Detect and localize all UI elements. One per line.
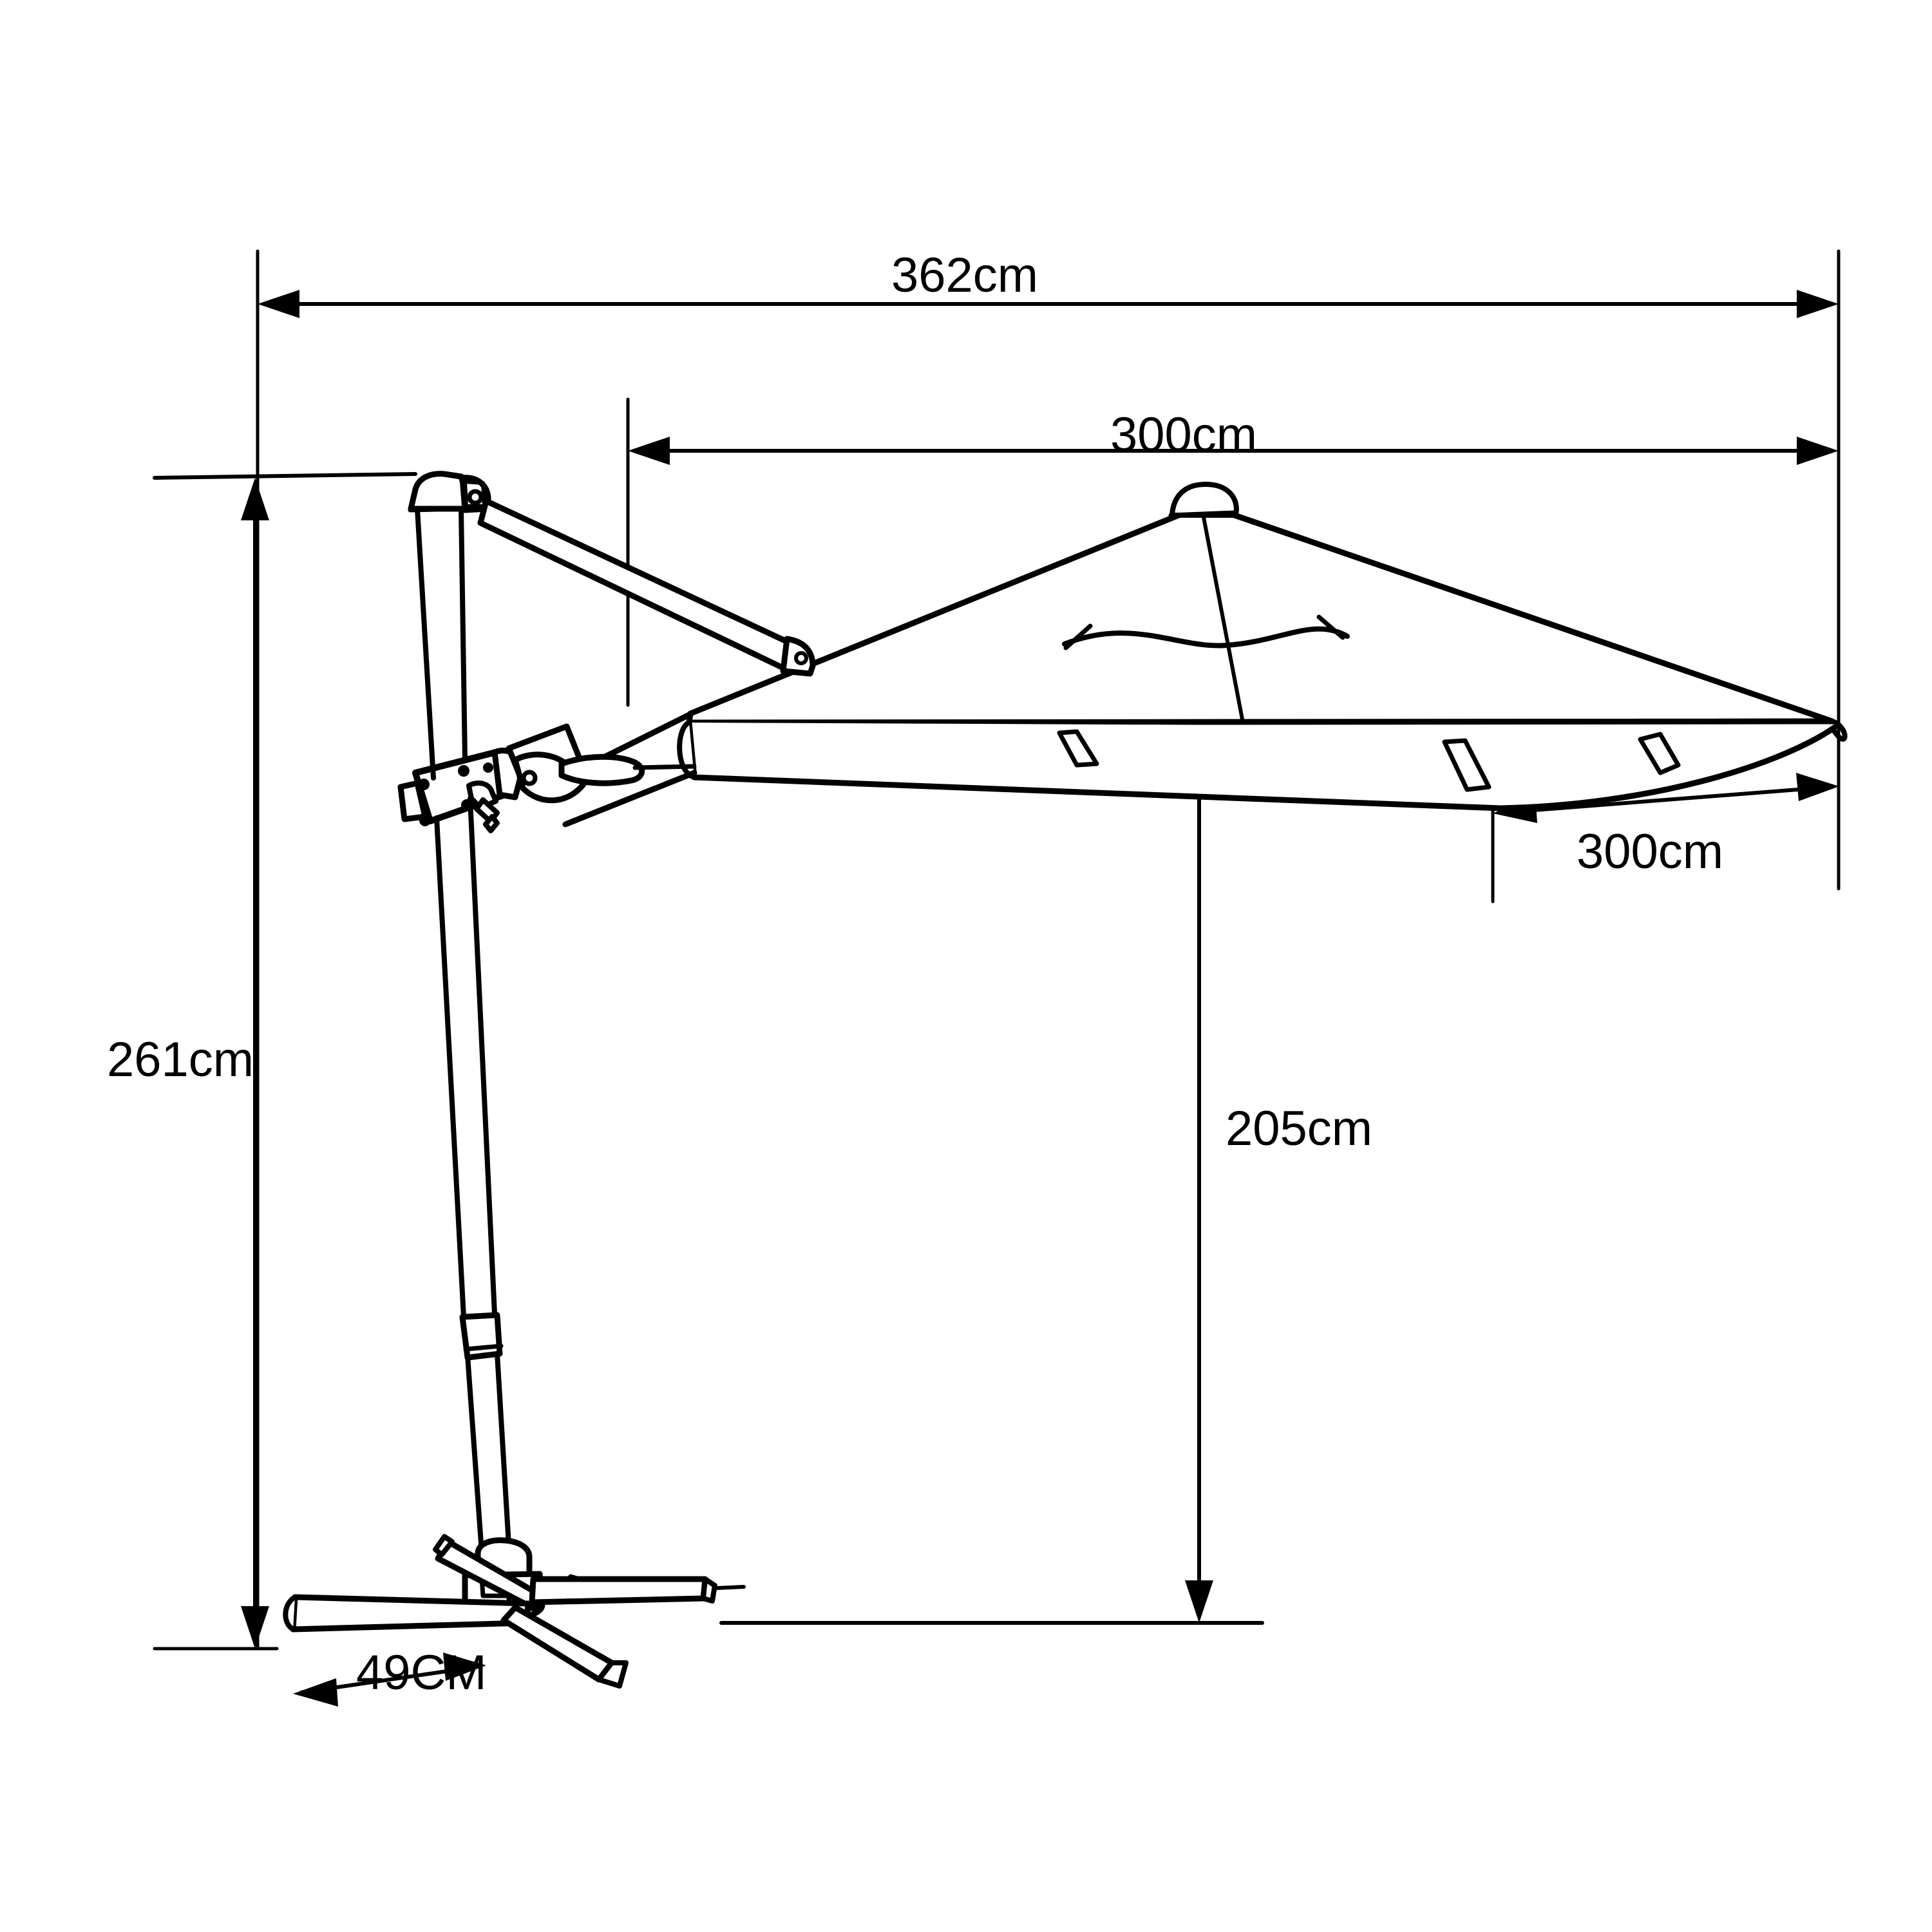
- hinge-cam-pin: [521, 770, 538, 786]
- canopy-apex-seam: [1062, 626, 1350, 649]
- canopy-rib-2: [1442, 738, 1492, 792]
- canopy-rib-3: [1638, 732, 1681, 775]
- canopy: [677, 504, 1848, 811]
- arrowhead-right-300-span: [1797, 437, 1839, 465]
- boom-fill: [580, 711, 657, 760]
- dimension-label-base-width: 49CM: [356, 1645, 487, 1700]
- mast-lower-left-edge: [465, 1353, 486, 1573]
- mast-upper-left-edge: [415, 506, 436, 781]
- base-arm-left-foot: [283, 1595, 298, 1632]
- mast-mid-left-edge: [434, 815, 466, 1320]
- base-arm-left: [290, 1594, 531, 1633]
- canopy-valance: [686, 719, 1837, 811]
- finial-base-line: [1168, 510, 1239, 518]
- dimension-label-canopy-width: 300cm: [1110, 408, 1258, 462]
- dimension-49cm: [293, 1653, 486, 1707]
- dimension-label-canopy-depth: 300cm: [1576, 824, 1724, 879]
- dimension-261cm: [153, 472, 417, 1651]
- hinge-bolt-2: [483, 762, 493, 773]
- arrowhead-bottom-261: [241, 1606, 269, 1649]
- mast-pivot-bolt: [467, 489, 484, 506]
- arrowhead-bottom-205: [1185, 1580, 1213, 1623]
- dimension-line-300-depth: [1499, 785, 1833, 815]
- mast-upper-right-edge: [459, 506, 468, 762]
- lever-handle: [558, 753, 645, 786]
- vertical-mast: [415, 506, 513, 1573]
- dimension-label-overall-width: 362cm: [891, 248, 1039, 303]
- dimension-362cm: [256, 249, 1841, 1651]
- canopy-rib-1: [1057, 729, 1099, 768]
- base-arm-right-foot: [701, 1577, 717, 1604]
- canopy-seam-right-join: [1316, 614, 1345, 640]
- base-arm-rear-left-foot: [433, 1534, 455, 1557]
- diagonal-support-arm: [477, 498, 816, 677]
- base-arm-front-right-foot: [596, 1660, 629, 1689]
- finial-dome: [1170, 482, 1239, 518]
- canopy-centre-ridge: [1201, 512, 1245, 724]
- crank-knob: [483, 814, 500, 833]
- canopy-right-tip: [1830, 719, 1848, 742]
- release-lever: [558, 753, 697, 786]
- arrowhead-right-300-depth: [1796, 773, 1839, 801]
- hinge-bolt-1: [458, 765, 469, 777]
- mast-top-hub: [408, 471, 491, 513]
- dimension-300cm-depth: [1491, 732, 1841, 904]
- canopy-seam-left-join: [1063, 623, 1093, 650]
- arrowhead-left-300-span: [628, 437, 670, 465]
- arrowhead-top-261: [241, 478, 269, 520]
- arrowhead-left-362: [258, 290, 299, 318]
- base-arm-right: [529, 1576, 708, 1605]
- mast-sleeve-line: [463, 1343, 504, 1352]
- arrowhead-right-362: [1797, 290, 1839, 318]
- finial-cap: [1168, 482, 1239, 518]
- mast-lower-right-edge: [495, 1351, 513, 1569]
- mast-mid-right-edge: [468, 796, 497, 1316]
- boom-bottom-edge: [562, 770, 697, 828]
- arrowhead-right-49: [443, 1653, 486, 1681]
- extension-line-mast-top: [153, 472, 417, 480]
- base-ground-tick: [714, 1585, 746, 1590]
- mast-cap: [408, 471, 468, 512]
- canopy-ribs: [1057, 729, 1681, 792]
- support-arm-bolt: [794, 651, 808, 665]
- crank-handle: [466, 780, 500, 833]
- hinge-bolt-3: [418, 779, 430, 790]
- arrowhead-left-49: [293, 1678, 338, 1707]
- dimension-label-overall-height: 261cm: [107, 1032, 254, 1087]
- cross-base-stand: [283, 1534, 746, 1689]
- dimension-label-clearance-height: 205cm: [1226, 1101, 1373, 1156]
- hinge-bolt-5: [419, 815, 431, 826]
- lever-tail-line: [632, 764, 697, 770]
- dimension-300cm-span: [626, 397, 1839, 707]
